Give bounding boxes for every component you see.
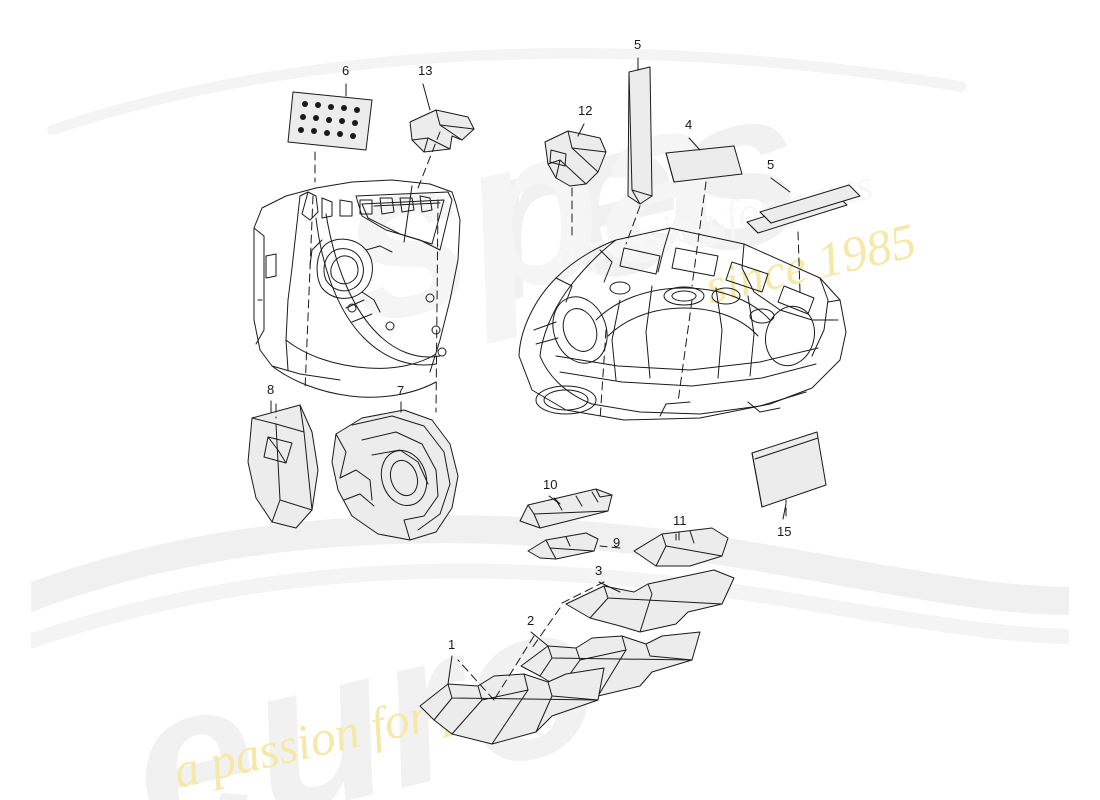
- body-side-panel-assembly: [253, 179, 461, 398]
- rear-floor-pan-assembly: [518, 227, 847, 421]
- part-4-flat-pad: [665, 145, 743, 183]
- callout-label-3: 3: [595, 563, 603, 578]
- part-8-side-insert: [247, 404, 319, 529]
- part-11-contoured-strip: [633, 527, 729, 567]
- leader-lines: [275, 131, 801, 701]
- callout-label-8: 8: [267, 382, 275, 397]
- callout-label-9: 9: [613, 535, 621, 550]
- callout-label-10: 10: [543, 477, 558, 492]
- part-12-formed-insert: [544, 130, 607, 187]
- callout-label-6: 6: [342, 63, 350, 78]
- callout-label-5-upper: 5: [634, 37, 642, 52]
- callout-label-12: 12: [578, 103, 593, 118]
- callout-label-15: 15: [777, 524, 792, 539]
- part-13-bracket-pad: [409, 109, 475, 153]
- callout-label-11: 11: [673, 513, 687, 528]
- callout-label-1: 1: [448, 637, 456, 652]
- callout-label-5-right: 5: [767, 157, 775, 172]
- callout-label-7: 7: [397, 383, 405, 398]
- part-15-rect-pad: [751, 431, 827, 508]
- callout-label-13: 13: [418, 63, 433, 78]
- callout-label-2: 2: [527, 613, 535, 628]
- part-10-formed-strip: [519, 488, 613, 529]
- callout-label-4: 4: [685, 117, 693, 132]
- part-7-wheel-housing-liner: [331, 409, 459, 541]
- part-5-upper-strip: [627, 66, 653, 205]
- part-6-perforated-pad: [287, 91, 373, 151]
- part-3-floor-mat-rear: [565, 569, 735, 633]
- part-9-small-pad: [527, 532, 599, 560]
- callout-ticks: [270, 57, 791, 685]
- part-5-right-strips: [746, 184, 861, 234]
- part-1-floor-mat-front: [419, 667, 605, 745]
